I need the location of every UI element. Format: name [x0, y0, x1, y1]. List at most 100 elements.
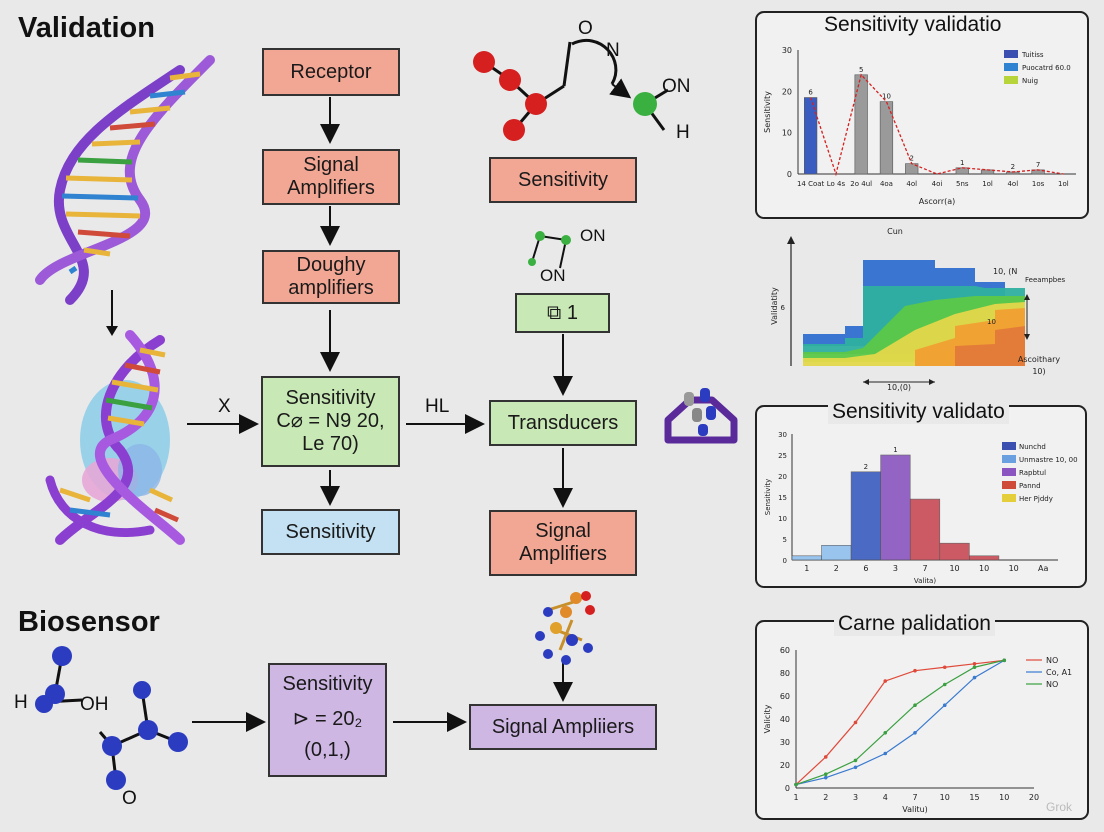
- chart2-top-label: Cun: [887, 227, 903, 236]
- chart3-ytick-label: 0: [783, 557, 787, 565]
- chart4-point: [853, 765, 858, 770]
- chart3-bar: [791, 555, 822, 561]
- chart1-legend-swatch: [1004, 63, 1018, 71]
- chart4-series-line: [795, 659, 1005, 786]
- atom-label-top-n: N: [606, 40, 620, 61]
- chart3-bar: [880, 454, 911, 561]
- chart3-ytick-label: 5: [783, 536, 787, 544]
- chart3-legend-label: Pannd: [1019, 482, 1041, 490]
- chart3-legend-label: Nunchd: [1019, 443, 1046, 451]
- chart4-ytick-label: 20: [780, 761, 790, 770]
- chart1-xtick-label: 1os: [1032, 180, 1045, 188]
- chart3-xtick-label: 10: [949, 564, 959, 573]
- molecule-top-icon: [473, 38, 669, 141]
- chart3-bar: [821, 545, 852, 561]
- chart4-xtick-label: 2: [823, 793, 828, 802]
- chart3-bar-label: 1: [893, 446, 897, 454]
- chart2-range-arrow-right: [929, 379, 935, 385]
- chart4-xtick-label: 20: [1029, 793, 1039, 802]
- chart1-legend-swatch: [1004, 50, 1018, 58]
- chart4-xtick-label: 10: [940, 793, 950, 802]
- chart3-xtick-label: 6: [863, 564, 868, 573]
- signal-amplifiers-2-box: Signal Amplifiers: [489, 510, 637, 576]
- chart4-point: [823, 775, 828, 780]
- chart4-point: [913, 703, 917, 707]
- chart1-bar: [804, 97, 818, 175]
- chart2-band: [955, 326, 1025, 366]
- atom-label-o: O: [122, 788, 137, 809]
- chart1-xtick-label: 2o 4ul: [850, 180, 872, 188]
- chart1-xtick-label: 1ol: [982, 180, 993, 188]
- chart3-xtick-label: 1: [804, 564, 809, 573]
- chart1-xlabel: Ascorr(a): [919, 197, 956, 206]
- dna-helix-top-icon: [35, 55, 215, 305]
- chart4-point: [853, 758, 858, 763]
- chart3-legend-swatch: [1002, 494, 1016, 502]
- atom-label-top-on: ON: [662, 76, 691, 97]
- chart3-bar: [850, 471, 881, 561]
- atom-label-h: H: [14, 692, 28, 713]
- chart4-ytick-label: 0: [785, 784, 790, 793]
- chart1-xtick-label: 4oa: [880, 180, 893, 188]
- chart3-legend-swatch: [1002, 455, 1016, 463]
- chart3-ytick-label: 15: [778, 494, 787, 502]
- chart4-ytick-label: 30: [780, 738, 790, 747]
- edge-label-x: X: [218, 396, 231, 417]
- chart4-point: [1002, 658, 1007, 663]
- chart3-xtick-label: 2: [834, 564, 839, 573]
- chart1-bar: [879, 101, 894, 175]
- chart4-ytick-label: 60: [780, 646, 790, 655]
- transducers-box: Transducers: [489, 400, 637, 446]
- chart1-legend-label: Puocatrd 60.0: [1022, 64, 1071, 72]
- heading-validation: Validation: [18, 12, 155, 44]
- chart1-xtick-label: 1ol: [1058, 180, 1069, 188]
- chart3-bar-label: 2: [864, 463, 868, 471]
- atom-label-top-o: O: [578, 18, 593, 39]
- chart3-legend-label: Unmastre 10, 00: [1019, 456, 1078, 464]
- chart2-bottom-right-label: Ascoithary: [1018, 355, 1061, 364]
- chart1-legend-label: Tuitiss: [1021, 51, 1044, 59]
- chart1-trend-line: [810, 73, 1064, 177]
- chart4-point: [942, 665, 947, 670]
- chart3-legend-swatch: [1002, 468, 1016, 476]
- chart3-ytick-label: 20: [778, 473, 787, 481]
- chart4-legend-label: Co, A1: [1046, 668, 1072, 677]
- chart3-xtick-label: 3: [893, 564, 898, 573]
- connector-arrows: [187, 38, 738, 732]
- atom-label-mid-on: ON: [580, 226, 606, 245]
- chart3-xtick-label: 7: [922, 564, 927, 573]
- chart1-legend-label: Nuig: [1022, 77, 1038, 85]
- chart4-ytick-label: 80: [780, 669, 790, 678]
- chart1-ytick-label: 30: [782, 46, 792, 55]
- chart3-legend-label: Rapbtul: [1019, 469, 1046, 477]
- chart4-point: [972, 675, 977, 680]
- purple-box-formula: ⊳ = 20₂: [292, 708, 363, 730]
- chart4-point: [942, 682, 947, 687]
- chart1-bar-label: 6: [808, 89, 813, 97]
- chart4-title: Carne palidation: [834, 612, 995, 636]
- chart4-legend-label: NO: [1046, 680, 1058, 689]
- chart2-ylabel: Validatity: [770, 287, 779, 325]
- chart3-ytick-label: 25: [778, 452, 787, 460]
- watermark: Grok: [1046, 800, 1073, 814]
- chart1-xtick-label: Lo 4s: [827, 180, 846, 188]
- chart2-y-arrow: [787, 236, 795, 244]
- chart4-series-line: [795, 659, 1005, 786]
- chart2-side-arrow-down: [1024, 334, 1030, 340]
- chart4-point: [942, 703, 947, 707]
- atom-label-top-h: H: [676, 122, 690, 143]
- chart3-xlabel: Valita): [914, 577, 936, 585]
- chart-panel-4: [755, 620, 1089, 820]
- chart2-xrange-label: 10,(0): [887, 383, 911, 392]
- left-illustrations: [35, 55, 215, 790]
- sensitivity-top-box: Sensitivity: [489, 157, 637, 203]
- chart1-legend-swatch: [1004, 76, 1018, 84]
- chart1-title: Sensitivity validatio: [824, 13, 1002, 36]
- chart1-xtick-label: 14 Coat: [797, 180, 825, 188]
- chart4-series-line: [795, 659, 1005, 785]
- sensitivity-formula-box: Sensitivity C⌀ = N9 20, Le 70): [261, 376, 400, 467]
- chart3-ytick-label: 30: [778, 431, 787, 439]
- chart3-legend-swatch: [1002, 481, 1016, 489]
- atom-label-mid-on2: ON: [540, 266, 566, 285]
